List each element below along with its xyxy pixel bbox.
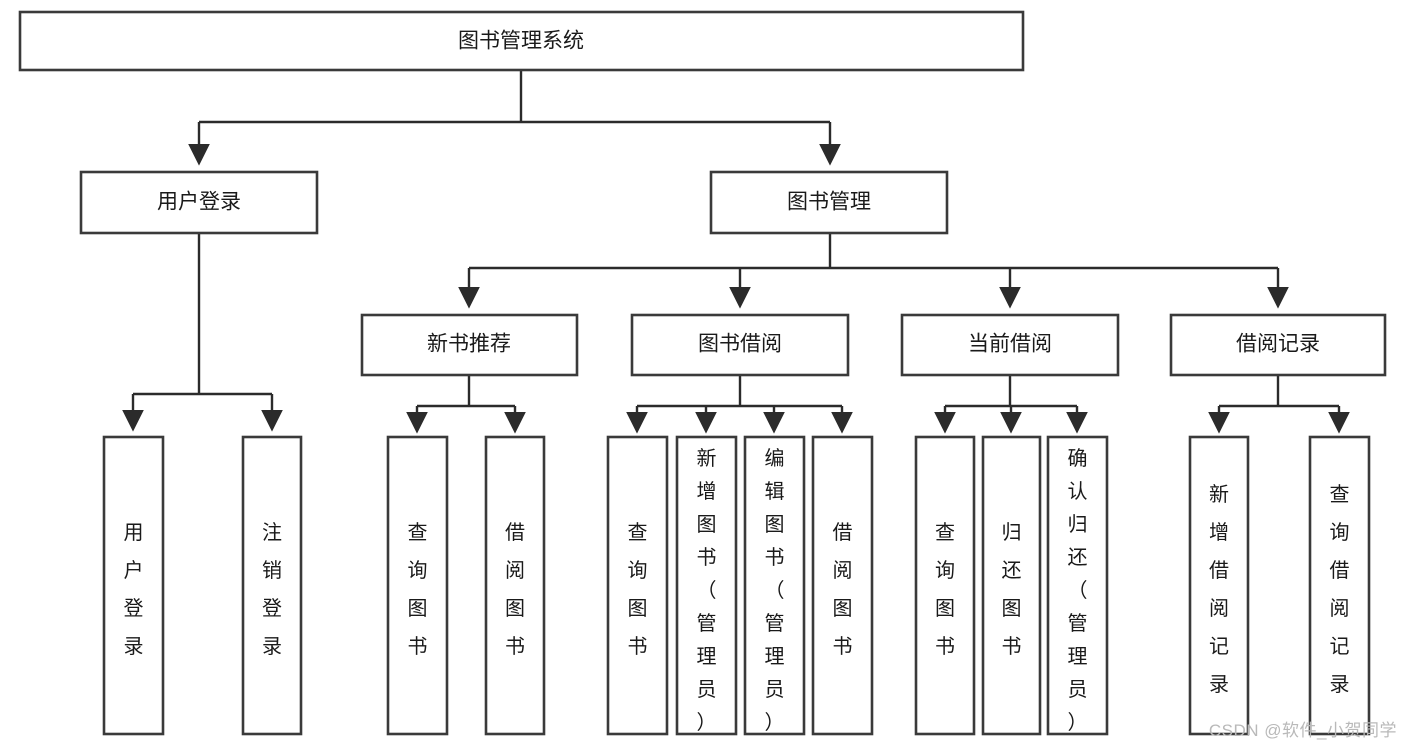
node-current-borrow[interactable]: 当前借阅 [900,313,1120,377]
leaf-add-book-box[interactable] [675,435,738,736]
leaf-query-book-1-label: 查询图书 [408,521,428,658]
leaf-user-login-box[interactable] [102,435,165,736]
node-current-borrow-label: 当前借阅 [968,333,1052,356]
leaf-borrow-book-1-box[interactable] [484,435,546,736]
leaf-add-record-box[interactable] [1188,435,1250,736]
node-user-login-label: 用户登录 [157,191,241,214]
node-root-box[interactable] [18,10,1025,72]
node-user-login[interactable]: 用户登录 [79,170,319,235]
node-book-manage-box[interactable] [709,170,949,235]
leaf-add-record-label: 新增借阅记录 [1209,483,1229,696]
node-book-manage[interactable]: 图书管理 [709,170,949,235]
leaf-borrow-book-2-box[interactable] [811,435,874,736]
leaf-add-book-label: 新增图书（管理员） [697,447,717,734]
leaf-edit-book-box[interactable] [743,435,806,736]
leaf-query-book-1[interactable]: 查询图书 [386,435,449,736]
node-new-book-rec-box[interactable] [360,313,579,377]
node-current-borrow-box[interactable] [900,313,1120,377]
node-borrow-record-box[interactable] [1169,313,1387,377]
node-root[interactable]: 图书管理系统 [18,10,1025,72]
node-borrow-record[interactable]: 借阅记录 [1169,313,1387,377]
node-book-manage-label: 图书管理 [787,191,871,214]
leaf-add-record[interactable]: 新增借阅记录 [1188,435,1250,736]
node-book-borrow-box[interactable] [630,313,850,377]
leaf-return-book[interactable]: 归还图书 [981,435,1042,736]
leaf-edit-book-label: 编辑图书（管理员） [765,447,785,734]
leaf-query-book-2-box[interactable] [606,435,669,736]
node-user-login-box[interactable] [79,170,319,235]
leaf-query-book-1-box[interactable] [386,435,449,736]
connector-layer [122,70,1350,434]
leaf-query-record-label: 查询借阅记录 [1330,483,1350,696]
leaf-query-book-3[interactable]: 查询图书 [914,435,976,736]
leaf-query-book-2[interactable]: 查询图书 [606,435,669,736]
leaf-return-book-box[interactable] [981,435,1042,736]
csdn-watermark: CSDN @软件_小贺同学 [1208,721,1397,740]
leaf-borrow-book-1[interactable]: 借阅图书 [484,435,546,736]
leaf-user-logout-box[interactable] [241,435,303,736]
leaf-borrow-book-1-label: 借阅图书 [505,521,525,658]
leaf-borrow-book-2[interactable]: 借阅图书 [811,435,874,736]
leaf-add-book[interactable]: 新增图书（管理员） [675,435,738,736]
leaf-return-book-label: 归还图书 [1002,521,1022,658]
leaf-query-record[interactable]: 查询借阅记录 [1308,435,1371,736]
leaf-user-logout-label: 注销登录 [262,521,282,658]
node-root-label: 图书管理系统 [458,30,584,53]
leaf-borrow-book-2-label: 借阅图书 [833,521,853,658]
leaf-query-book-2-label: 查询图书 [628,521,648,658]
leaf-confirm-return-label: 确认归还（管理员） [1068,447,1088,734]
node-borrow-record-label: 借阅记录 [1236,333,1320,356]
leaf-user-logout[interactable]: 注销登录 [241,435,303,736]
node-new-book-rec[interactable]: 新书推荐 [360,313,579,377]
leaf-edit-book[interactable]: 编辑图书（管理员） [743,435,806,736]
leaf-query-book-3-box[interactable] [914,435,976,736]
node-new-book-rec-label: 新书推荐 [427,333,511,356]
node-book-borrow-label: 图书借阅 [698,333,782,356]
leaf-query-book-3-label: 查询图书 [935,521,955,658]
leaf-user-login[interactable]: 用户登录 [102,435,165,736]
node-book-borrow[interactable]: 图书借阅 [630,313,850,377]
leaf-confirm-return-box[interactable] [1046,435,1109,736]
leaf-query-record-box[interactable] [1308,435,1371,736]
leaf-confirm-return[interactable]: 确认归还（管理员） [1046,435,1109,736]
leaf-user-login-label: 用户登录 [124,522,144,658]
